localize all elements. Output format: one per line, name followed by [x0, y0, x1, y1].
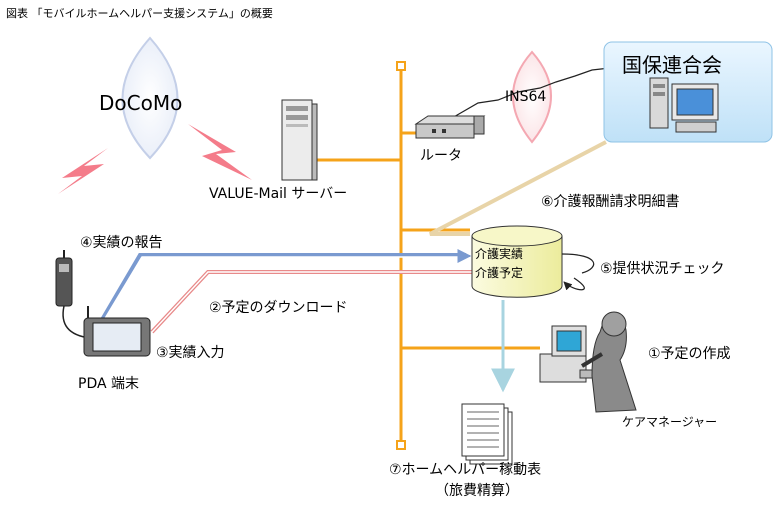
step1-label: ①予定の作成 [648, 346, 731, 362]
download-flow-line [150, 270, 480, 334]
step7-sublabel: （旅費精算） [435, 483, 519, 499]
pda-terminal-icon [55, 250, 151, 357]
status-check-loop-icon [561, 253, 595, 291]
step3-label: ③実績入力 [156, 345, 225, 361]
pda-label: PDA 端末 [78, 376, 140, 392]
ins64-label: INS64 [505, 89, 547, 105]
ins64-cloud [512, 50, 552, 144]
docomo-label: DoCoMo [99, 91, 183, 115]
kokuho-computer-icon [649, 77, 719, 133]
invoice-flow-line [429, 140, 607, 236]
care-manager-label: ケアマネージャー [622, 415, 718, 429]
router-icon [414, 115, 486, 139]
db-label-actual: 介護実績 [475, 247, 524, 261]
db-label-plan: 介護予定 [475, 266, 524, 280]
database-icon [471, 225, 563, 298]
step5-label: ⑤提供状況チェック [600, 261, 725, 277]
ins-link-zigzag [451, 67, 611, 119]
step7-label: ⑦ホームヘルパー稼動表 [389, 462, 542, 478]
server-label: VALUE-Mail サーバー [209, 186, 348, 202]
figure-caption: 図表 「モバイルホームヘルパー支援システム」の概要 [6, 7, 273, 20]
documents-icon [461, 403, 513, 465]
wireless-signal-right-icon [188, 124, 252, 180]
step2-label: ②予定のダウンロード [209, 300, 348, 316]
wireless-signal-left-icon [58, 148, 108, 194]
care-manager-icon [539, 311, 637, 413]
router-label: ルータ [420, 148, 462, 164]
step4-label: ④実績の報告 [80, 235, 163, 251]
step6-label: ⑥介護報酬請求明細書 [541, 194, 680, 210]
kokuho-label: 国保連合会 [622, 53, 722, 77]
report-flow-arrow [94, 249, 472, 332]
server-icon [281, 99, 318, 181]
docomo-cloud [121, 36, 179, 160]
